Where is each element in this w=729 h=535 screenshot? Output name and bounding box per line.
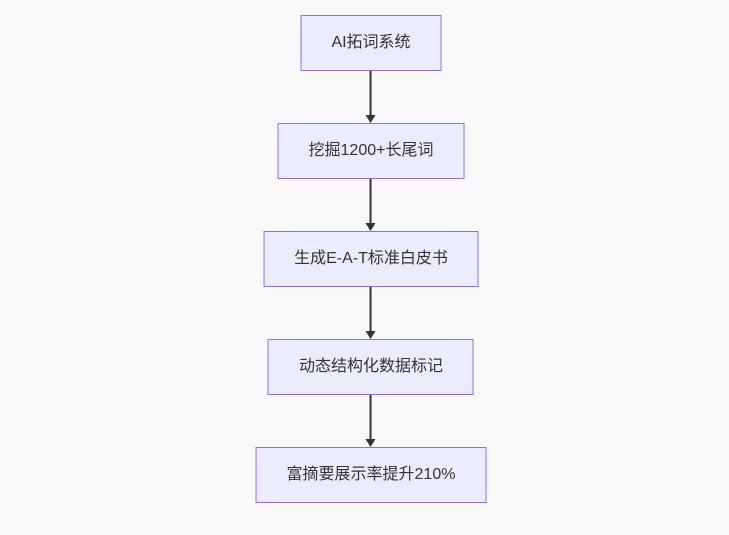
flow-arrow-3-4	[366, 287, 376, 339]
flow-node-label: 动态结构化数据标记	[298, 358, 443, 375]
flow-node-longtail-keywords: 挖掘1200+长尾词	[277, 123, 465, 179]
flow-node-label: 富摘要展示率提升210%	[286, 466, 456, 483]
flow-node-rich-snippet-result: 富摘要展示率提升210%	[255, 447, 487, 503]
flow-arrow-4-5	[366, 395, 376, 447]
flow-node-label: AI拓词系统	[331, 34, 411, 51]
flow-node-eat-whitepaper: 生成E-A-T标准白皮书	[263, 231, 479, 287]
arrow-line	[370, 71, 372, 115]
arrow-line	[370, 179, 372, 223]
arrowhead-down-icon	[366, 223, 376, 231]
arrow-line	[370, 287, 372, 331]
flow-arrow-1-2	[366, 71, 376, 123]
arrowhead-down-icon	[366, 439, 376, 447]
arrow-line	[370, 395, 372, 439]
flow-node-structured-data: 动态结构化数据标记	[267, 339, 474, 395]
flow-node-label: 挖掘1200+长尾词	[308, 142, 434, 159]
flowchart: AI拓词系统 挖掘1200+长尾词 生成E-A-T标准白皮书 动态结构化数据标记…	[255, 15, 487, 503]
flow-node-label: 生成E-A-T标准白皮书	[294, 250, 448, 267]
arrowhead-down-icon	[366, 331, 376, 339]
flow-arrow-2-3	[366, 179, 376, 231]
arrowhead-down-icon	[366, 115, 376, 123]
flow-node-ai-word-expansion: AI拓词系统	[300, 15, 442, 71]
